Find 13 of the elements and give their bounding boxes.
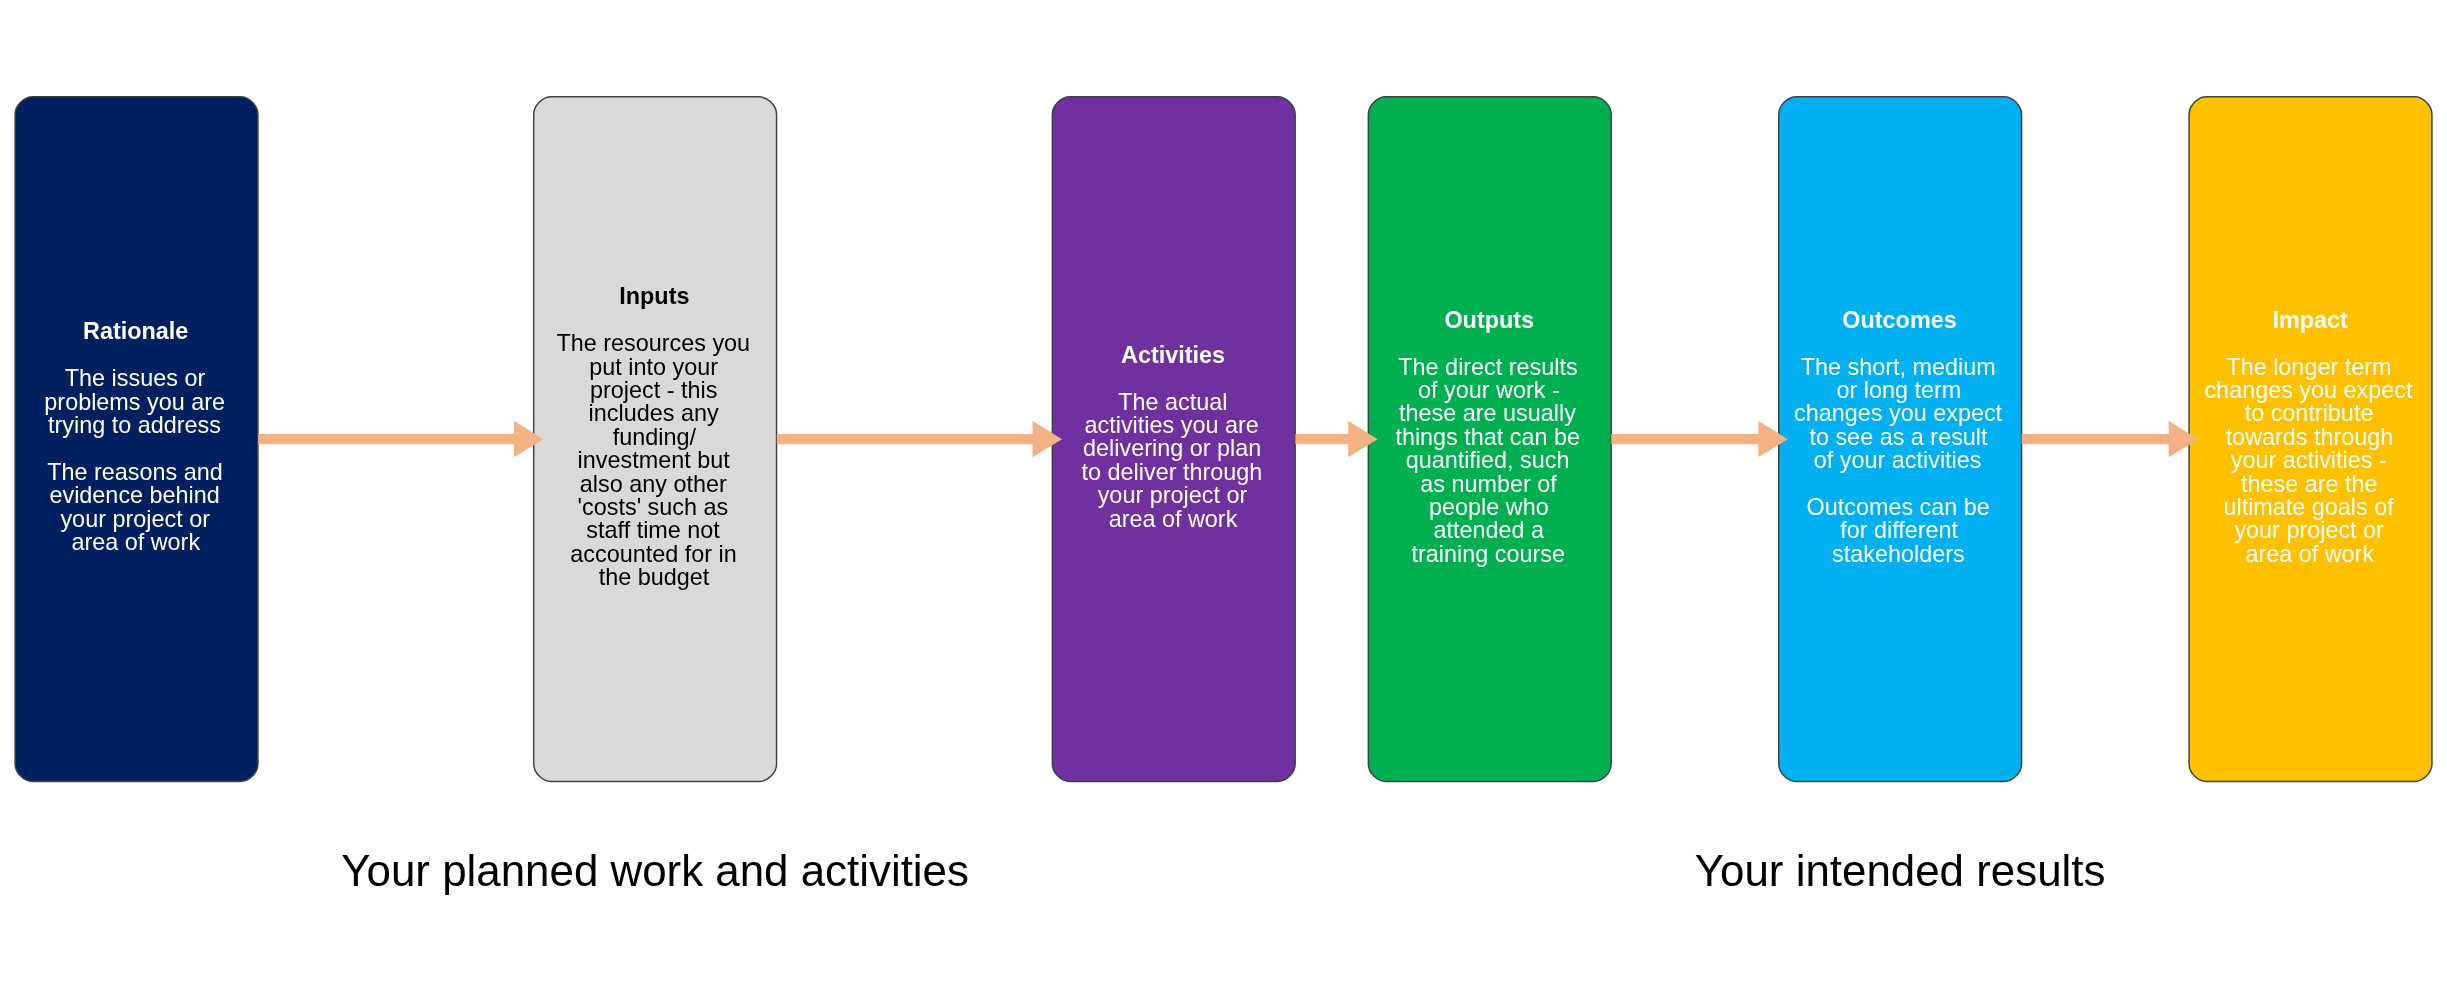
node-box: Outcomes The short, medium or long term changes you expect to see as a result of your activities Outcomes can be for different stakeholders	[1777, 95, 2023, 782]
arrow	[1611, 420, 1788, 457]
label: Your intended results	[1694, 845, 2106, 895]
node-box: Outputs The direct results of your work - these are usually things that can be quantified, such as number of people who attended a training course	[1367, 95, 1612, 782]
arrow	[1295, 420, 1378, 457]
arrow	[258, 420, 544, 457]
arrow	[776, 420, 1063, 457]
label: Your planned work and activities	[341, 845, 969, 895]
node-box: Impact The longer term changes you expect to contribute towards through your activities - these are the ultimate goals of your project or area of work	[2188, 95, 2433, 782]
node-box: Activities The actual activities you are delivering or plan to deliver through your project or area of work	[1051, 95, 1296, 782]
arrow	[2021, 420, 2199, 457]
node-box: Rationale The issues or problems you are trying to address The reasons and evidence behind your project or area of work	[14, 95, 259, 782]
node-box: Inputs The resources you put into your project - this includes any funding/ investment but also any other 'costs' such as staff time not accounted for in the budget	[533, 95, 778, 782]
